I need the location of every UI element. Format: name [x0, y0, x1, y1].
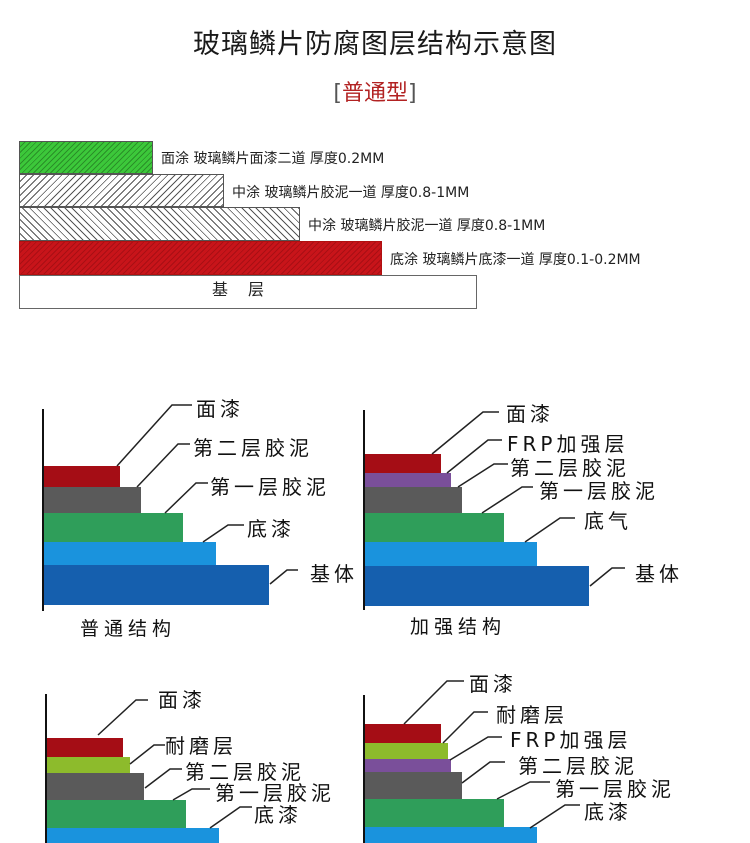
- layer-putty-1: [365, 799, 504, 827]
- page-title: 玻璃鳞片防腐图层结构示意图: [193, 29, 557, 60]
- callout-frp: FRP加强层: [510, 728, 632, 752]
- callout-putty-1: 第一层胶泥: [215, 781, 335, 805]
- layer-putty-1: [47, 800, 186, 828]
- callout-primer: 底漆: [254, 803, 302, 827]
- callout-frp: FRP加强层: [507, 432, 629, 456]
- axis-line: [42, 409, 44, 611]
- layer-frp: [365, 759, 451, 772]
- panel-title: 普通结构: [80, 618, 177, 640]
- callout-top-coat: 面漆: [196, 397, 244, 421]
- layer-wear: [365, 743, 448, 759]
- callout-top-coat: 面漆: [158, 688, 206, 712]
- layer-putty-2: [47, 773, 144, 800]
- layer-bar-mid-coat-2: [19, 207, 300, 241]
- layer-bar-mid-coat-1: [19, 174, 224, 207]
- callout-primer: 底气: [584, 509, 632, 533]
- layer-bar-primer: [19, 241, 382, 275]
- axis-line: [45, 694, 47, 843]
- layer-label-primer: 底涂 玻璃鳞片底漆一道 厚度0.1-0.2MM: [390, 252, 641, 268]
- layer-substrate: [44, 565, 269, 605]
- layer-label-mid-coat-2: 中涂 玻璃鳞片胶泥一道 厚度0.8-1MM: [308, 218, 546, 234]
- callout-substrate: 基体: [635, 562, 683, 586]
- callout-top-coat: 面漆: [469, 672, 517, 696]
- callout-putty-2: 第二层胶泥: [185, 760, 305, 784]
- layer-wear: [47, 757, 130, 773]
- callout-putty-1: 第一层胶泥: [555, 777, 675, 801]
- layer-putty-1: [44, 513, 183, 542]
- subtitle: [普通型]: [0, 75, 750, 107]
- layer-putty-2: [365, 487, 462, 513]
- layer-label-mid-coat-1: 中涂 玻璃鳞片胶泥一道 厚度0.8-1MM: [232, 185, 470, 201]
- layer-primer: [365, 542, 537, 566]
- axis-line: [363, 695, 365, 843]
- callout-substrate: 基体: [310, 562, 358, 586]
- layer-top-coat: [365, 454, 441, 473]
- callout-putty-2: 第二层胶泥: [510, 456, 630, 480]
- layer-putty-2: [365, 772, 462, 799]
- panel-title: 加强结构: [410, 616, 507, 638]
- layer-primer: [47, 828, 219, 843]
- callout-wear: 耐磨层: [165, 734, 237, 758]
- callout-putty-1: 第一层胶泥: [210, 475, 330, 499]
- subtitle-type: 普通型: [341, 81, 408, 106]
- layer-top-coat: [44, 466, 120, 487]
- layer-frp: [365, 473, 451, 487]
- callout-putty-2: 第二层胶泥: [518, 754, 638, 778]
- layer-top-coat: [47, 738, 123, 757]
- layer-label-top-coat: 面涂 玻璃鳞片面漆二道 厚度0.2MM: [161, 151, 385, 167]
- callout-top-coat: 面漆: [506, 402, 554, 426]
- bracket-open: [: [333, 81, 342, 106]
- layer-putty-1: [365, 513, 504, 542]
- layer-primer: [44, 542, 216, 565]
- callout-wear: 耐磨层: [496, 703, 568, 727]
- callout-primer: 底漆: [247, 517, 295, 541]
- layer-bar-top-coat: [19, 141, 153, 174]
- layer-substrate: [365, 566, 589, 606]
- layer-putty-2: [44, 487, 141, 513]
- callout-putty-2: 第二层胶泥: [193, 436, 313, 460]
- layer-bar-base: 基层: [19, 275, 477, 309]
- callout-putty-1: 第一层胶泥: [539, 479, 659, 503]
- bracket-close: ]: [408, 81, 417, 106]
- layer-top-coat: [365, 724, 441, 743]
- layer-primer: [365, 827, 537, 843]
- callout-primer: 底漆: [584, 800, 632, 824]
- axis-line: [363, 410, 365, 610]
